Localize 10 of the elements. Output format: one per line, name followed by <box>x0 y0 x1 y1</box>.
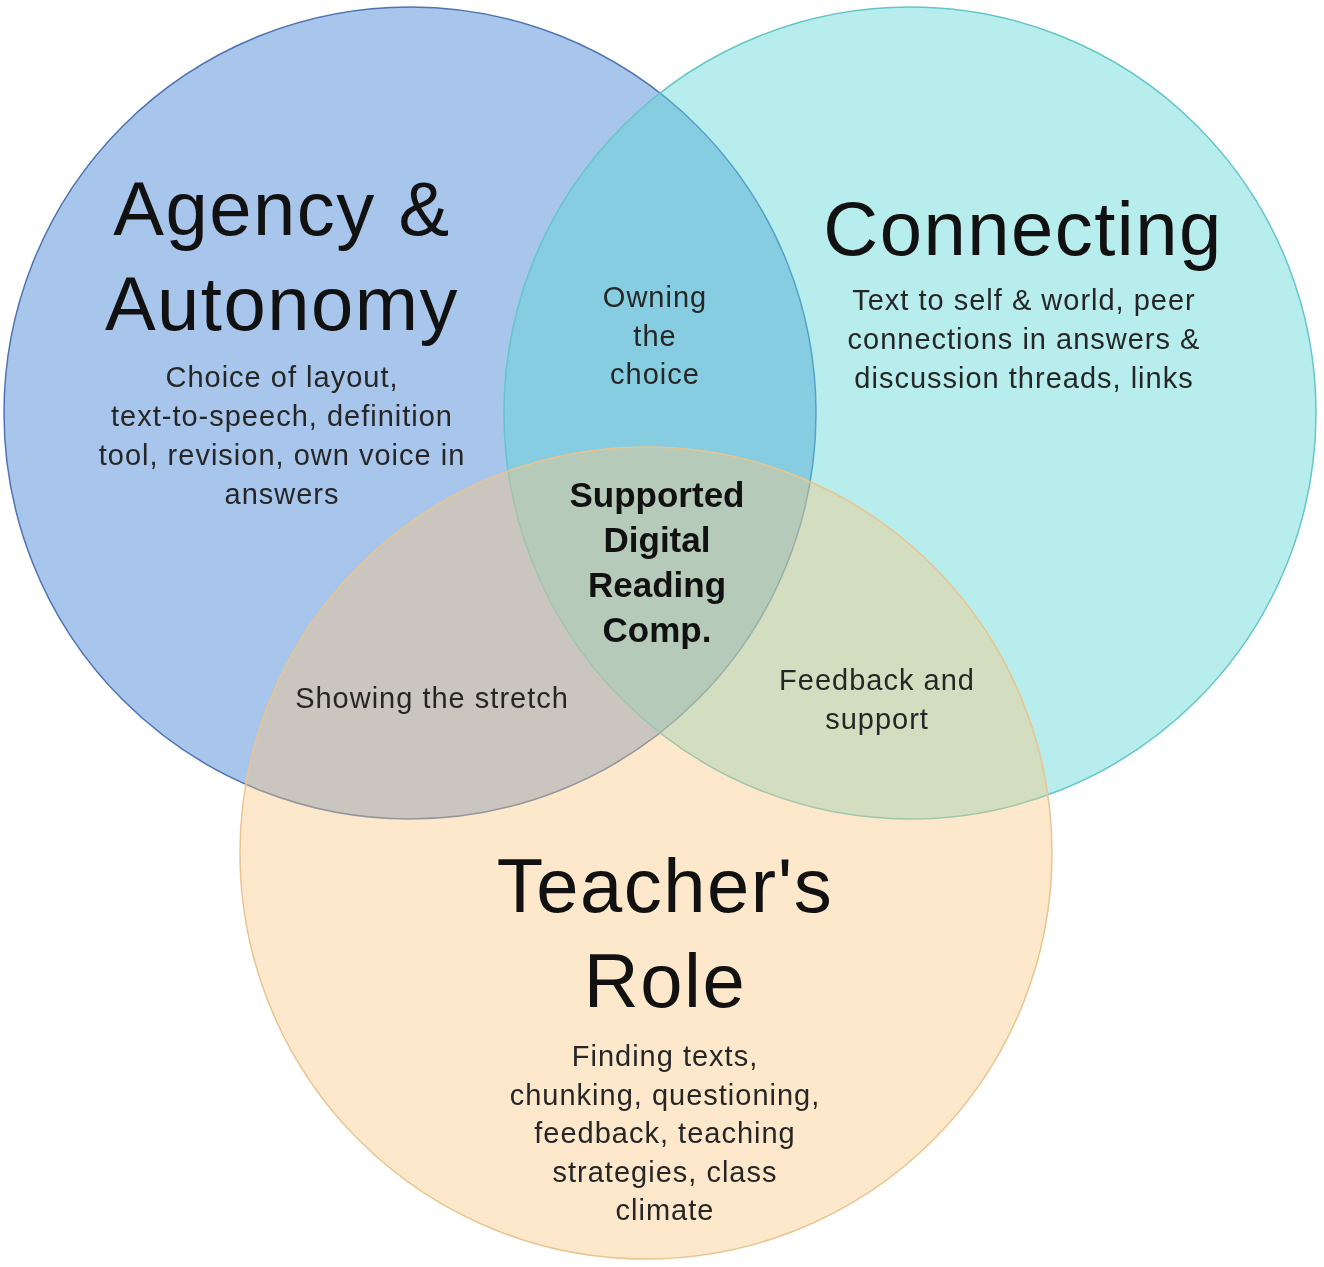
overlap-label: Owning the choice <box>601 280 709 392</box>
circle-title: Connecting <box>822 185 1224 273</box>
circle-description: Finding texts, chunking, questioning, feedback, teaching strategies, class climate <box>508 1039 822 1228</box>
circle-title: Teacher's Role <box>495 842 835 1025</box>
circle-description: Text to self & world, peer connections in answers & discussion threads, links <box>846 283 1202 396</box>
circle-title: Agency & Autonomy <box>103 165 461 348</box>
overlap-label: Feedback and support <box>778 663 976 737</box>
circle-description: Choice of layout, text-to-speech, definition tool, revision, own voice in answers <box>97 360 467 512</box>
overlap-label: Showing the stretch <box>294 681 570 716</box>
center-label: Supported Digital Reading Comp. <box>568 474 746 651</box>
